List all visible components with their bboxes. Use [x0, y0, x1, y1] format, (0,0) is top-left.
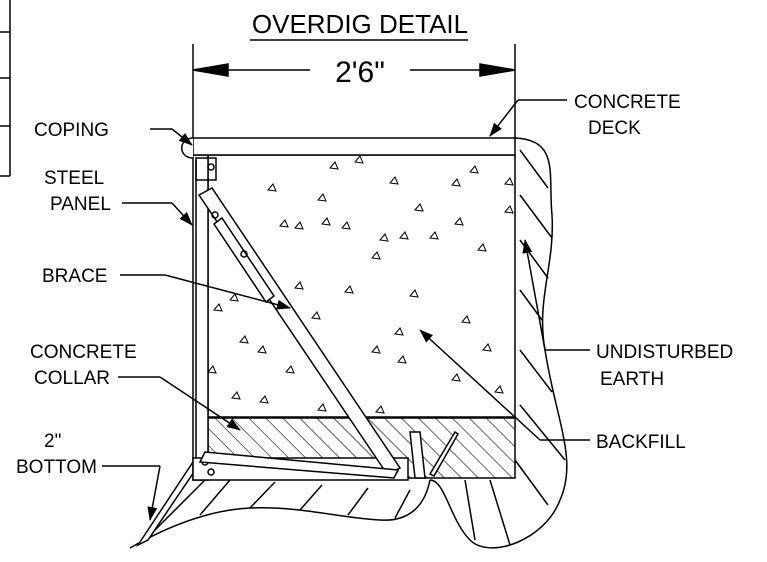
- label-concrete-deck-line2: DECK: [588, 118, 641, 139]
- leader-lines: [102, 99, 590, 521]
- label-bottom-line1: 2": [44, 431, 61, 452]
- label-undisturbed-earth-line2: EARTH: [600, 369, 664, 390]
- label-bottom-line2: BOTTOM: [16, 457, 97, 478]
- detail-title: OVERDIG DETAIL: [252, 9, 468, 39]
- undisturbed-earth-right: [429, 137, 568, 549]
- label-undisturbed-earth-line1: UNDISTURBED: [596, 342, 733, 363]
- label-coping: COPING: [34, 120, 109, 141]
- dimension-value: 2'6": [335, 56, 385, 89]
- dimension-line: [192, 44, 516, 138]
- label-brace: BRACE: [42, 266, 107, 287]
- label-concrete-collar-line1: CONCRETE: [30, 342, 137, 363]
- brace: [197, 187, 459, 479]
- table-fragment: [0, 0, 11, 177]
- label-steel-panel-line2: PANEL: [50, 194, 111, 215]
- label-backfill: BACKFILL: [596, 432, 686, 453]
- backfill-aggregate: [207, 155, 514, 414]
- backfill-area: [207, 154, 516, 418]
- coping-and-deck: [181, 137, 516, 159]
- label-concrete-collar-line2: COLLAR: [34, 368, 110, 389]
- label-concrete-deck-line1: CONCRETE: [574, 92, 681, 113]
- label-steel-panel-line1: STEEL: [44, 168, 104, 189]
